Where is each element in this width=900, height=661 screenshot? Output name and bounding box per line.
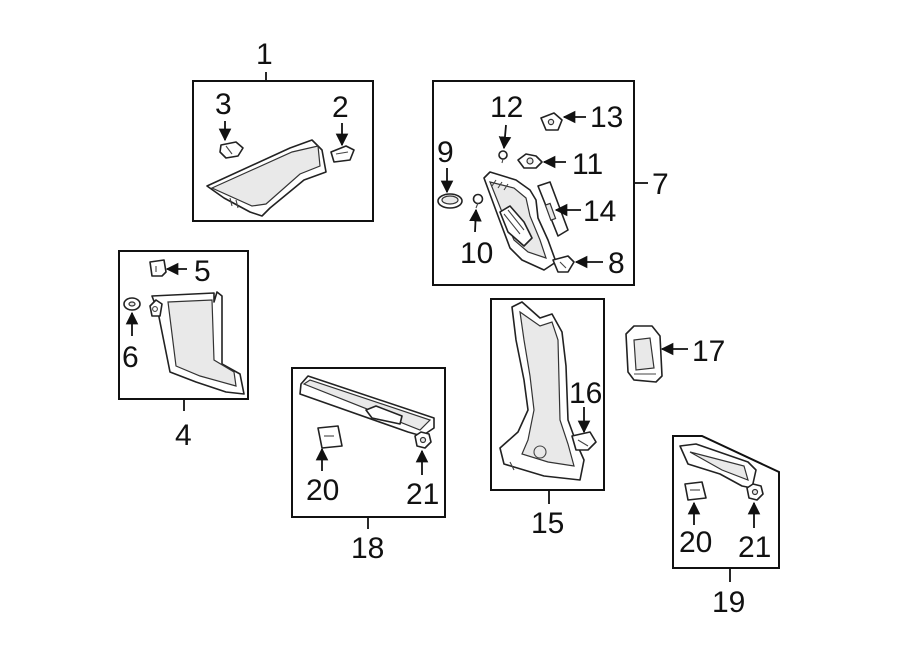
clip-3-part: [219, 141, 244, 159]
callout-21-b: 21: [738, 531, 771, 564]
group-15-box: [490, 298, 605, 491]
callout-15: 15: [531, 507, 564, 540]
clip-2-part: [330, 145, 355, 163]
callout-4: 4: [175, 419, 192, 452]
group-19-rear-sill-plate: 19 20 21: [672, 435, 780, 619]
clip-6-part: [123, 297, 141, 311]
bolt-21-part: [414, 431, 432, 449]
callout-16: 16: [569, 377, 602, 410]
screw-10-part: [472, 193, 484, 209]
clip-20-b-part: [684, 481, 707, 501]
group-1-box: [192, 80, 374, 222]
group-7-b-pillar-upper: 7 8 9 10: [432, 80, 669, 286]
callout-2: 2: [332, 91, 349, 124]
callout-14: 14: [583, 195, 616, 228]
callout-21-a: 21: [406, 478, 439, 511]
group-15-b-pillar-lower: 15 16: [490, 298, 605, 540]
callout-13: 13: [590, 101, 623, 134]
a-pillar-trim-part: [206, 139, 327, 217]
clip-16-part: [571, 431, 597, 451]
callout-9: 9: [437, 136, 454, 169]
callout-20-b: 20: [679, 526, 712, 559]
callout-11: 11: [572, 148, 603, 181]
callout-20-a: 20: [306, 474, 339, 507]
clip-8-part: [552, 255, 575, 273]
clip-20-part: [317, 425, 343, 449]
callout-19: 19: [712, 586, 745, 619]
strip-14-part: [537, 181, 569, 237]
callout-3: 3: [215, 88, 232, 121]
callout-5: 5: [194, 255, 211, 288]
group-4-kick-panel: 4 5 6: [118, 250, 249, 452]
bolt-21-b-part: [746, 483, 764, 501]
callout-12: 12: [490, 91, 523, 124]
group-1-a-pillar: 1 3 2: [192, 38, 374, 222]
callout-10: 10: [460, 237, 493, 270]
rear-sill-plate-19-part: [679, 443, 757, 489]
clip-5-part: [149, 259, 167, 277]
screw-12-part: [498, 150, 508, 164]
handle-17-part: [625, 325, 663, 383]
callout-7: 7: [652, 168, 669, 201]
nut-13-part: [540, 112, 563, 131]
callout-18: 18: [351, 532, 384, 565]
kick-panel-part: [149, 291, 245, 395]
callout-8: 8: [608, 247, 625, 280]
b-pillar-lower-trim-part: [499, 301, 585, 481]
callout-17: 17: [692, 335, 725, 368]
callout-1: 1: [256, 38, 273, 71]
cap-9-part: [437, 193, 463, 209]
group-18-sill-plate: 18 20 21: [291, 367, 446, 565]
group-19-box: [672, 435, 780, 569]
sill-plate-18-part: [299, 375, 435, 437]
b-pillar-upper-trim-part: [483, 171, 557, 271]
callout-6: 6: [122, 341, 139, 374]
clip-11-part: [517, 153, 543, 169]
